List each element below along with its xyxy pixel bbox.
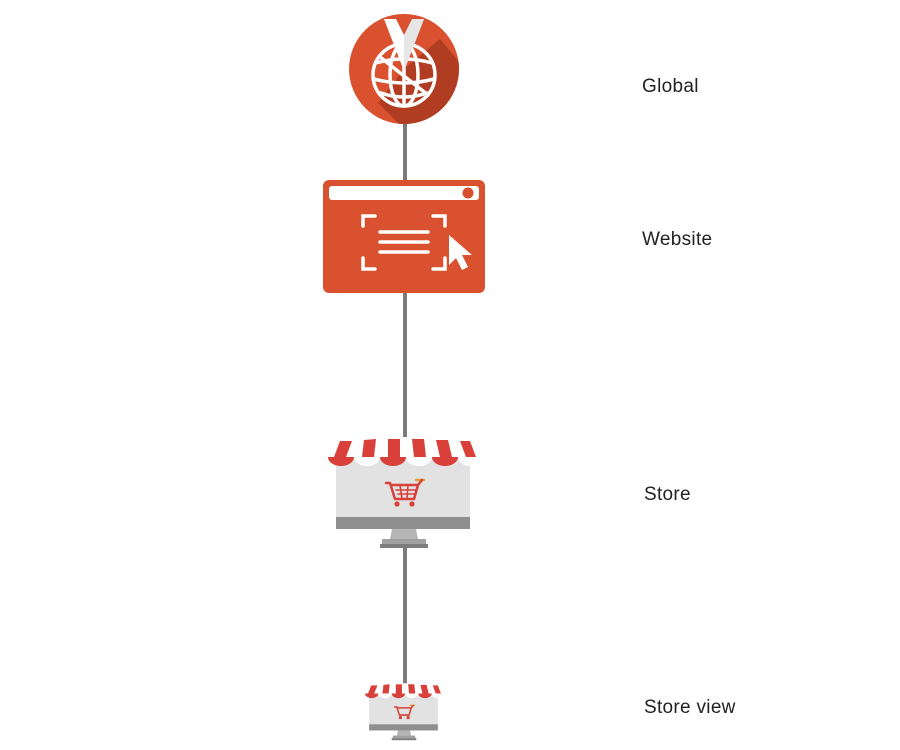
- level-label-global: Global: [642, 76, 699, 97]
- level-label-store-view: Store view: [644, 697, 736, 718]
- connector-global-website: [403, 118, 407, 184]
- connector-website-store: [403, 290, 407, 440]
- level-label-store: Store: [644, 484, 691, 505]
- small-storefront-monitor-icon: [364, 682, 444, 742]
- storefront-monitor-icon: [326, 435, 482, 551]
- globe-compass-icon: [348, 13, 460, 125]
- browser-window-icon: [323, 180, 485, 293]
- connector-store-storeview: [403, 545, 407, 685]
- level-label-website: Website: [642, 229, 713, 250]
